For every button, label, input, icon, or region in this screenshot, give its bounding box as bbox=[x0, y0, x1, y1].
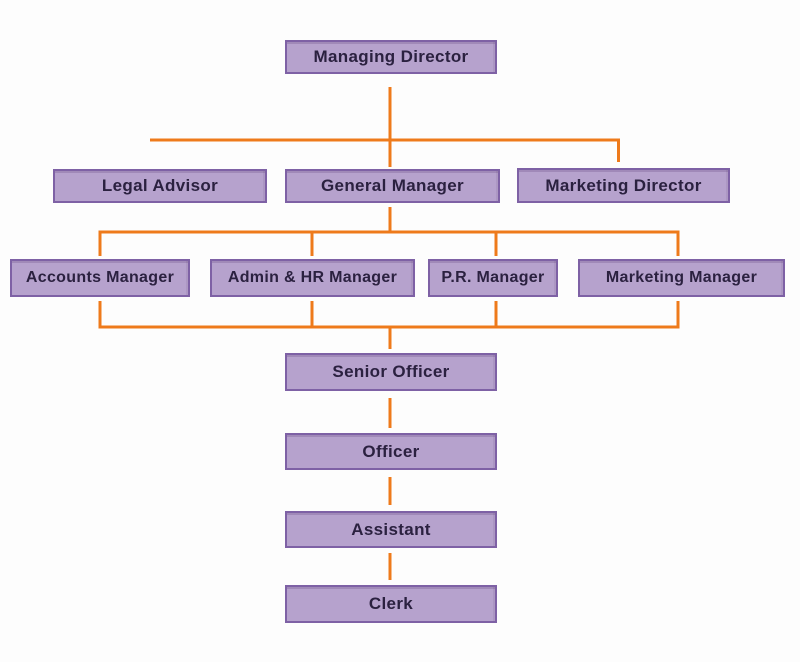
node-officer: Officer bbox=[285, 433, 497, 470]
node-marketing-manager: Marketing Manager bbox=[578, 259, 785, 297]
node-admin-hr-manager: Admin & HR Manager bbox=[210, 259, 415, 297]
node-marketing-director: Marketing Director bbox=[517, 168, 730, 203]
node-legal-advisor: Legal Advisor bbox=[53, 169, 267, 203]
node-pr-manager: P.R. Manager bbox=[428, 259, 558, 297]
connector-line bbox=[150, 138, 620, 162]
node-accounts-manager: Accounts Manager bbox=[10, 259, 190, 297]
node-senior-officer: Senior Officer bbox=[285, 353, 497, 391]
node-clerk: Clerk bbox=[285, 585, 497, 623]
node-managing-director: Managing Director bbox=[285, 40, 497, 74]
node-general-manager: General Manager bbox=[285, 169, 500, 203]
node-assistant: Assistant bbox=[285, 511, 497, 548]
